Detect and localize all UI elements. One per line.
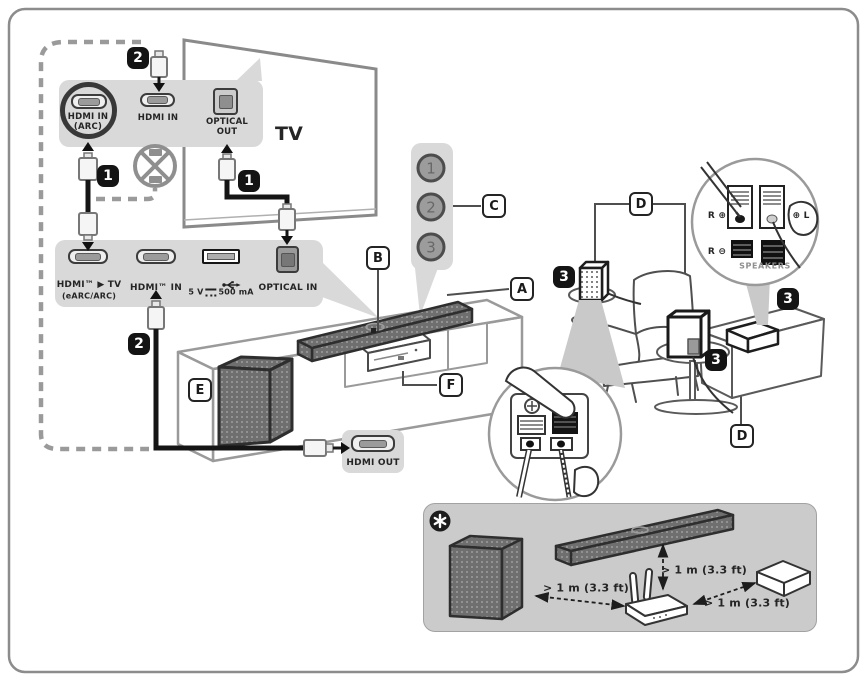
selector-circle-1: 1 (416, 153, 446, 183)
rear-speaker-left (578, 260, 610, 302)
bar-panel-tail (322, 262, 379, 318)
finger-icon (572, 465, 600, 498)
tv-label: TV (274, 123, 304, 145)
terminal-speakers-label: SPEAKERS (739, 261, 791, 271)
tv-hdmi-arc-label: HDMI IN (67, 112, 109, 122)
tv-optical-out-port (213, 88, 238, 115)
bar-hdmi-in-label: HDMI™ IN (130, 283, 182, 293)
callout-b-soundbar-port: B (366, 246, 390, 270)
callout-d-speakers: D (629, 192, 653, 216)
bar-hdmi-tv-label: HDMI™ ▶ TV (56, 280, 122, 290)
selector-number-2: 2 (426, 198, 436, 216)
selector-number-3: 3 (426, 238, 436, 256)
hdmi-out-label: HDMI OUT (346, 458, 400, 468)
callout-e-subwoofer: E (188, 378, 212, 402)
callout-f-player: F (439, 373, 463, 397)
step-badge-3-terminals: 3 (777, 288, 799, 310)
terminal-magnifier-left (487, 366, 623, 502)
step-badge-2-top: 2 (127, 47, 149, 69)
step-badge-3-right-speaker: 3 (705, 349, 727, 371)
usb-voltage: 5 V (188, 287, 204, 297)
subwoofer (217, 355, 294, 448)
tv-hdmi-in-label: HDMI IN (137, 113, 179, 123)
tv-optical-out-label: OPTICAL (205, 117, 249, 127)
bar-optical-in-label: OPTICAL IN (258, 283, 318, 293)
selector-circle-2: 2 (416, 192, 446, 222)
terminal-l-plus-label: ⊕ L (792, 211, 810, 221)
bar-hdmi-tv-sublabel: (eARC/ARC) (61, 291, 117, 301)
bar-hdmi-tv-port (68, 249, 108, 264)
callout-c-selector: C (482, 194, 506, 218)
tv-hdmi-in-port (140, 93, 175, 107)
step-badge-1-optical: 1 (238, 170, 260, 192)
callout-d-receiver: D (730, 424, 754, 448)
bar-hdmi-in-port (136, 249, 176, 264)
distance-label-3: > 1 m (3.3 ft) (703, 596, 791, 610)
placement-note-box (423, 503, 817, 632)
usb-current: 500 mA (218, 287, 254, 297)
callout-a-soundbar: A (510, 277, 534, 301)
tv-hdmi-arc-label2: (ARC) (73, 122, 103, 132)
distance-label-2: > 1 m (3.3 ft) (660, 563, 748, 577)
rear-speaker-right (666, 309, 711, 359)
distance-label-1: > 1 m (3.3 ft) (542, 581, 630, 595)
step-badge-2-bottom: 2 (128, 333, 150, 355)
tv-optical-out-label2: OUT (216, 127, 238, 137)
bar-usb-label: 5 V 500 mA (188, 288, 253, 297)
tv-hdmi-arc-port (71, 94, 107, 109)
selector-circle-3: 3 (416, 232, 446, 262)
step-badge-3-left-speaker: 3 (553, 266, 575, 288)
player-hdmi-out-port (351, 435, 395, 452)
bar-usb-port (202, 249, 240, 264)
bar-optical-in-port (276, 246, 299, 273)
terminal-r-minus-label: R ⊖ (707, 247, 727, 257)
step-badge-1-hdmi: 1 (97, 165, 119, 187)
terminal-r-plus-label: R ⊕ (707, 211, 727, 221)
dc-symbol-icon (205, 288, 217, 296)
selector-number-1: 1 (426, 159, 436, 177)
